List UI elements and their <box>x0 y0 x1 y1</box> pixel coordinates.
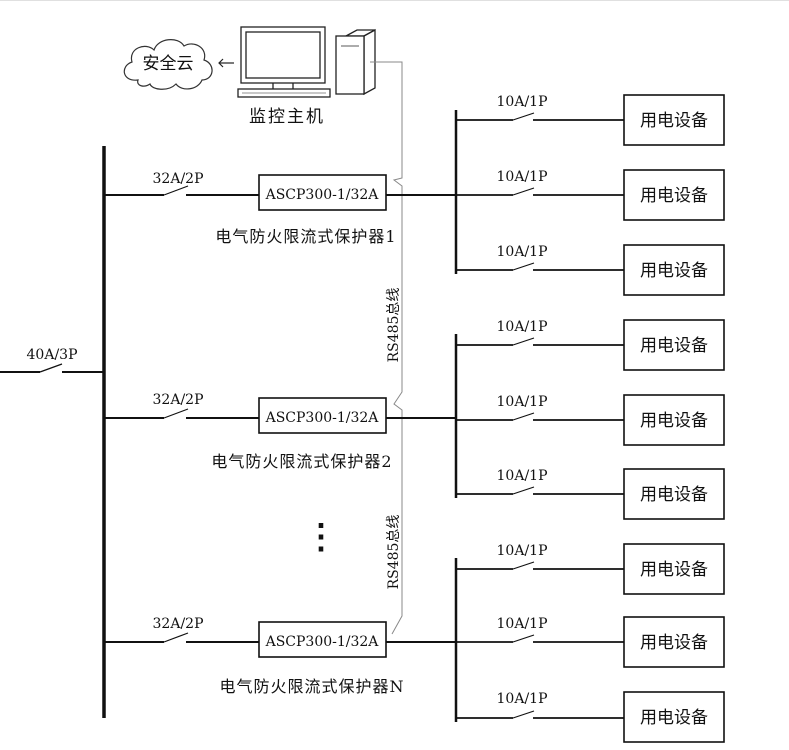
feeder-breaker-switch <box>104 185 259 196</box>
host-label: 监控主机 <box>249 107 325 127</box>
load-breaker-label: 10A/1P <box>497 616 548 632</box>
load-device-label: 用电设备 <box>640 560 708 580</box>
load-device-box <box>623 394 725 446</box>
protector-box <box>258 397 387 434</box>
arrow-icon <box>218 58 234 68</box>
load-breaker-label: 10A/1P <box>497 543 548 559</box>
protector-name: 电气防火限流式保护器2 <box>211 452 392 471</box>
feeder-breaker-switch <box>104 632 259 643</box>
load-device-label: 用电设备 <box>640 336 708 356</box>
rs485-bus-label-1: RS485总线 <box>386 288 402 363</box>
load-device-label: 用电设备 <box>640 111 708 131</box>
load-breaker-label: 10A/1P <box>497 319 548 335</box>
ellipsis-icon: ⋮ <box>304 517 338 557</box>
computer-tower-icon <box>335 28 376 96</box>
protector-model: ASCP300-1/32A <box>265 634 380 650</box>
load-device-box <box>623 94 725 146</box>
protector-name: 电气防火限流式保护器N <box>219 677 404 696</box>
feeder-breaker-label: 32A/2P <box>153 616 204 632</box>
load-branch: 10A/1P 用电设备 <box>456 94 725 146</box>
cloud-label: 安全云 <box>143 54 194 74</box>
load-branch: 10A/1P 用电设备 <box>456 543 725 595</box>
load-breaker-label: 10A/1P <box>497 691 548 707</box>
protector-group-1: 32A/2P ASCP300-1/32A 电气防火限流式保护器1 10A/1P … <box>104 94 725 296</box>
protector-box <box>258 174 387 211</box>
protector-box <box>258 621 387 658</box>
load-branch: 10A/1P 用电设备 <box>456 394 725 446</box>
top-rule <box>0 0 789 1</box>
feeder-breaker-label: 32A/2P <box>153 171 204 187</box>
load-device-label: 用电设备 <box>640 411 708 431</box>
load-breaker-label: 10A/1P <box>497 169 548 185</box>
load-breaker-label: 10A/1P <box>497 244 548 260</box>
load-branch: 10A/1P 用电设备 <box>456 468 725 520</box>
monitor-icon <box>237 26 331 98</box>
load-device-label: 用电设备 <box>640 485 708 505</box>
rs485-bus-line <box>370 61 403 635</box>
load-branch: 10A/1P 用电设备 <box>456 244 725 296</box>
feeder-breaker-label: 32A/2P <box>153 392 204 408</box>
load-branch: 10A/1P 用电设备 <box>456 691 725 743</box>
load-device-label: 用电设备 <box>640 261 708 281</box>
load-breaker-label: 10A/1P <box>497 394 548 410</box>
load-breaker-label: 10A/1P <box>497 468 548 484</box>
load-branch: 10A/1P 用电设备 <box>456 169 725 221</box>
protector-model: ASCP300-1/32A <box>265 187 380 203</box>
main-breaker-label: 40A/3P <box>27 347 78 363</box>
load-device-box <box>623 691 725 743</box>
load-device-box <box>623 169 725 221</box>
load-device-box <box>623 319 725 371</box>
protector-group-2: 32A/2P ASCP300-1/32A 电气防火限流式保护器2 10A/1P … <box>104 319 725 520</box>
protector-group-n: 32A/2P ASCP300-1/32A 电气防火限流式保护器N 10A/1P … <box>104 543 725 743</box>
load-device-box <box>623 616 725 668</box>
load-device-box <box>623 468 725 520</box>
protector-model: ASCP300-1/32A <box>265 410 380 426</box>
load-branch: 10A/1P 用电设备 <box>456 319 725 371</box>
rs485-bus-label-2: RS485总线 <box>386 515 402 590</box>
load-device-label: 用电设备 <box>640 708 708 728</box>
main-breaker-switch <box>0 363 104 373</box>
cloud-icon <box>123 39 213 90</box>
load-breaker-label: 10A/1P <box>497 94 548 110</box>
load-device-box <box>623 244 725 296</box>
feeder-breaker-switch <box>104 408 259 419</box>
load-device-box <box>623 543 725 595</box>
load-device-label: 用电设备 <box>640 633 708 653</box>
protector-name: 电气防火限流式保护器1 <box>215 227 396 246</box>
load-device-label: 用电设备 <box>640 186 708 206</box>
load-branch: 10A/1P 用电设备 <box>456 616 725 668</box>
